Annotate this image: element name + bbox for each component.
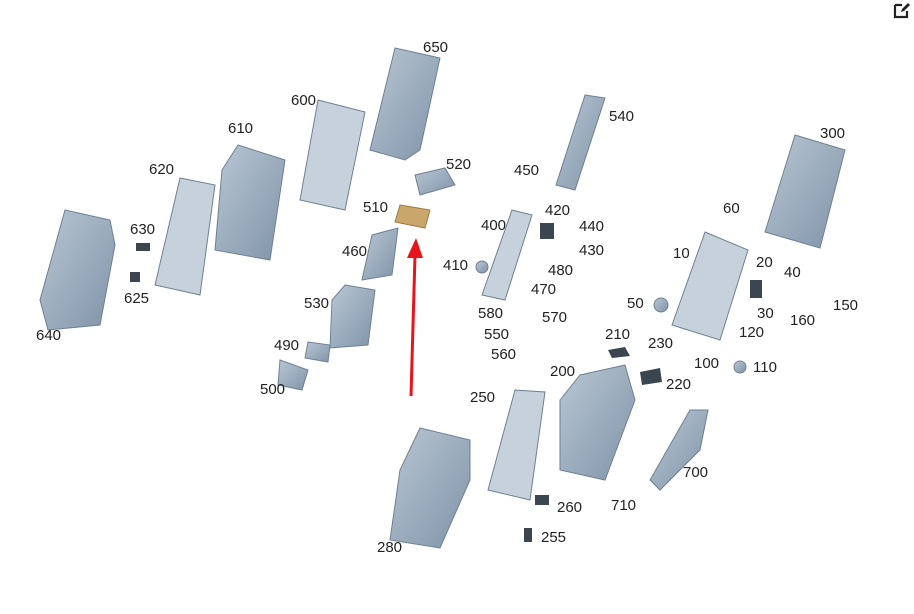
edit-icon[interactable] [893, 1, 911, 19]
callout-510[interactable]: 510 [363, 199, 389, 216]
callout-630[interactable]: 630 [130, 221, 156, 238]
part-10 [671, 231, 749, 341]
callout-620[interactable]: 620 [149, 161, 175, 178]
callout-450[interactable]: 450 [514, 162, 540, 179]
part-420 [540, 223, 554, 239]
callout-640[interactable]: 640 [36, 327, 62, 344]
callout-255[interactable]: 255 [541, 529, 567, 546]
part-280 [389, 427, 471, 549]
part-410 [475, 260, 489, 274]
part-500 [277, 359, 309, 391]
callout-410[interactable]: 410 [443, 257, 469, 274]
callout-580[interactable]: 580 [478, 305, 504, 322]
callout-520[interactable]: 520 [446, 156, 472, 173]
callout-600[interactable]: 600 [291, 92, 317, 109]
callout-625[interactable]: 625 [124, 290, 150, 307]
callout-550[interactable]: 550 [484, 326, 510, 343]
callout-20[interactable]: 20 [756, 254, 773, 271]
callout-280[interactable]: 280 [377, 539, 403, 556]
callout-480[interactable]: 480 [548, 262, 574, 279]
callout-440[interactable]: 440 [579, 218, 605, 235]
part-510 [394, 204, 431, 229]
part-650 [369, 47, 441, 161]
part-530 [329, 284, 376, 349]
callout-400[interactable]: 400 [481, 217, 507, 234]
callout-490[interactable]: 490 [274, 337, 300, 354]
callout-610[interactable]: 610 [228, 120, 254, 137]
part-250 [487, 389, 546, 501]
callout-230[interactable]: 230 [648, 335, 674, 352]
part-520 [414, 167, 456, 196]
part-20 [750, 280, 762, 298]
callout-420[interactable]: 420 [545, 202, 571, 219]
callout-210[interactable]: 210 [605, 326, 631, 343]
part-630 [136, 243, 150, 251]
part-300 [764, 134, 846, 249]
callout-700[interactable]: 700 [683, 464, 709, 481]
callout-160[interactable]: 160 [790, 312, 816, 329]
callout-470[interactable]: 470 [531, 281, 557, 298]
part-110 [733, 360, 747, 374]
part-260 [535, 495, 549, 505]
callout-570[interactable]: 570 [542, 309, 568, 326]
callout-200[interactable]: 200 [550, 363, 576, 380]
callout-100[interactable]: 100 [694, 355, 720, 372]
callout-560[interactable]: 560 [491, 346, 517, 363]
callout-30[interactable]: 30 [757, 305, 774, 322]
part-255 [524, 528, 532, 542]
part-50 [653, 297, 669, 313]
callout-500[interactable]: 500 [260, 381, 286, 398]
callout-50[interactable]: 50 [627, 295, 644, 312]
part-610 [214, 144, 286, 261]
callout-710[interactable]: 710 [611, 497, 637, 514]
part-210 [608, 347, 630, 358]
part-400 [481, 209, 533, 301]
part-220 [640, 368, 662, 385]
callout-430[interactable]: 430 [579, 242, 605, 259]
callout-300[interactable]: 300 [820, 125, 846, 142]
callout-530[interactable]: 530 [304, 295, 330, 312]
part-625 [130, 272, 140, 282]
callout-650[interactable]: 650 [423, 39, 449, 56]
callout-120[interactable]: 120 [739, 324, 765, 341]
part-620 [154, 177, 216, 296]
callout-220[interactable]: 220 [666, 376, 692, 393]
part-600 [299, 99, 366, 211]
part-490 [304, 341, 331, 363]
part-200 [559, 364, 636, 481]
part-460 [361, 227, 399, 281]
callout-250[interactable]: 250 [470, 389, 496, 406]
part-700 [649, 409, 709, 491]
part-540 [555, 94, 606, 191]
callout-110[interactable]: 110 [753, 359, 777, 376]
callout-60[interactable]: 60 [723, 200, 740, 217]
callout-260[interactable]: 260 [557, 499, 583, 516]
arrow-indicator [407, 238, 423, 397]
callout-10[interactable]: 10 [673, 245, 690, 262]
callout-460[interactable]: 460 [342, 243, 368, 260]
part-640 [39, 209, 116, 331]
callout-150[interactable]: 150 [833, 297, 859, 314]
callout-40[interactable]: 40 [784, 264, 801, 281]
callout-540[interactable]: 540 [609, 108, 635, 125]
